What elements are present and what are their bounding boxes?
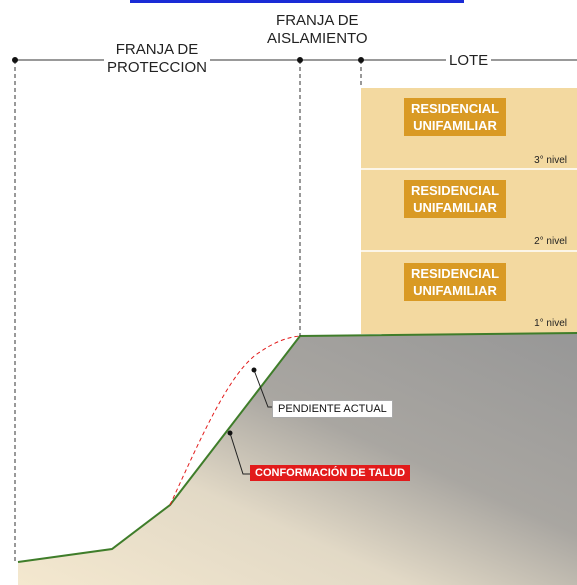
- dimension-marker: [297, 57, 303, 63]
- top-link-bar: [130, 0, 464, 3]
- badge-residencial-level-1: RESIDENCIAL UNIFAMILIAR: [404, 263, 506, 301]
- label-line: FRANJA DE: [115, 41, 199, 58]
- dimension-marker: [12, 57, 18, 63]
- current-slope-line: [169, 335, 301, 506]
- badge-residencial-level-2: RESIDENCIAL UNIFAMILIAR: [404, 180, 506, 218]
- label-line: PROTECCION: [107, 59, 208, 76]
- badge-line: UNIFAMILIAR: [413, 283, 497, 298]
- badge-line: UNIFAMILIAR: [413, 200, 497, 215]
- leader-conformacion-talud: [229, 432, 252, 475]
- callout-pendiente-actual: PENDIENTE ACTUAL: [272, 400, 393, 418]
- level-label-1: 1° nivel: [534, 318, 567, 329]
- dimension-marker: [358, 57, 364, 63]
- callout-conformacion-talud: CONFORMACIÓN DE TALUD: [250, 465, 411, 481]
- badge-line: RESIDENCIAL: [410, 266, 500, 281]
- leader-dot: [251, 367, 257, 373]
- leader-dot: [227, 430, 233, 436]
- label-franja-aislamiento: FRANJA DE AISLAMIENTO: [264, 12, 371, 48]
- badge-residencial-level-3: RESIDENCIAL UNIFAMILIAR: [404, 98, 506, 136]
- level-label-3: 3° nivel: [534, 155, 567, 166]
- level-label-2: 2° nivel: [534, 236, 567, 247]
- label-line: FRANJA DE: [276, 12, 359, 29]
- label-franja-proteccion: FRANJA DE PROTECCION: [104, 41, 211, 77]
- badge-line: RESIDENCIAL: [410, 183, 500, 198]
- badge-line: RESIDENCIAL: [410, 101, 500, 116]
- label-line: AISLAMIENTO: [267, 30, 368, 47]
- badge-line: UNIFAMILIAR: [413, 118, 497, 133]
- label-lote: LOTE: [446, 52, 492, 70]
- label-line: LOTE: [449, 52, 489, 69]
- terrain-fill: [18, 333, 577, 585]
